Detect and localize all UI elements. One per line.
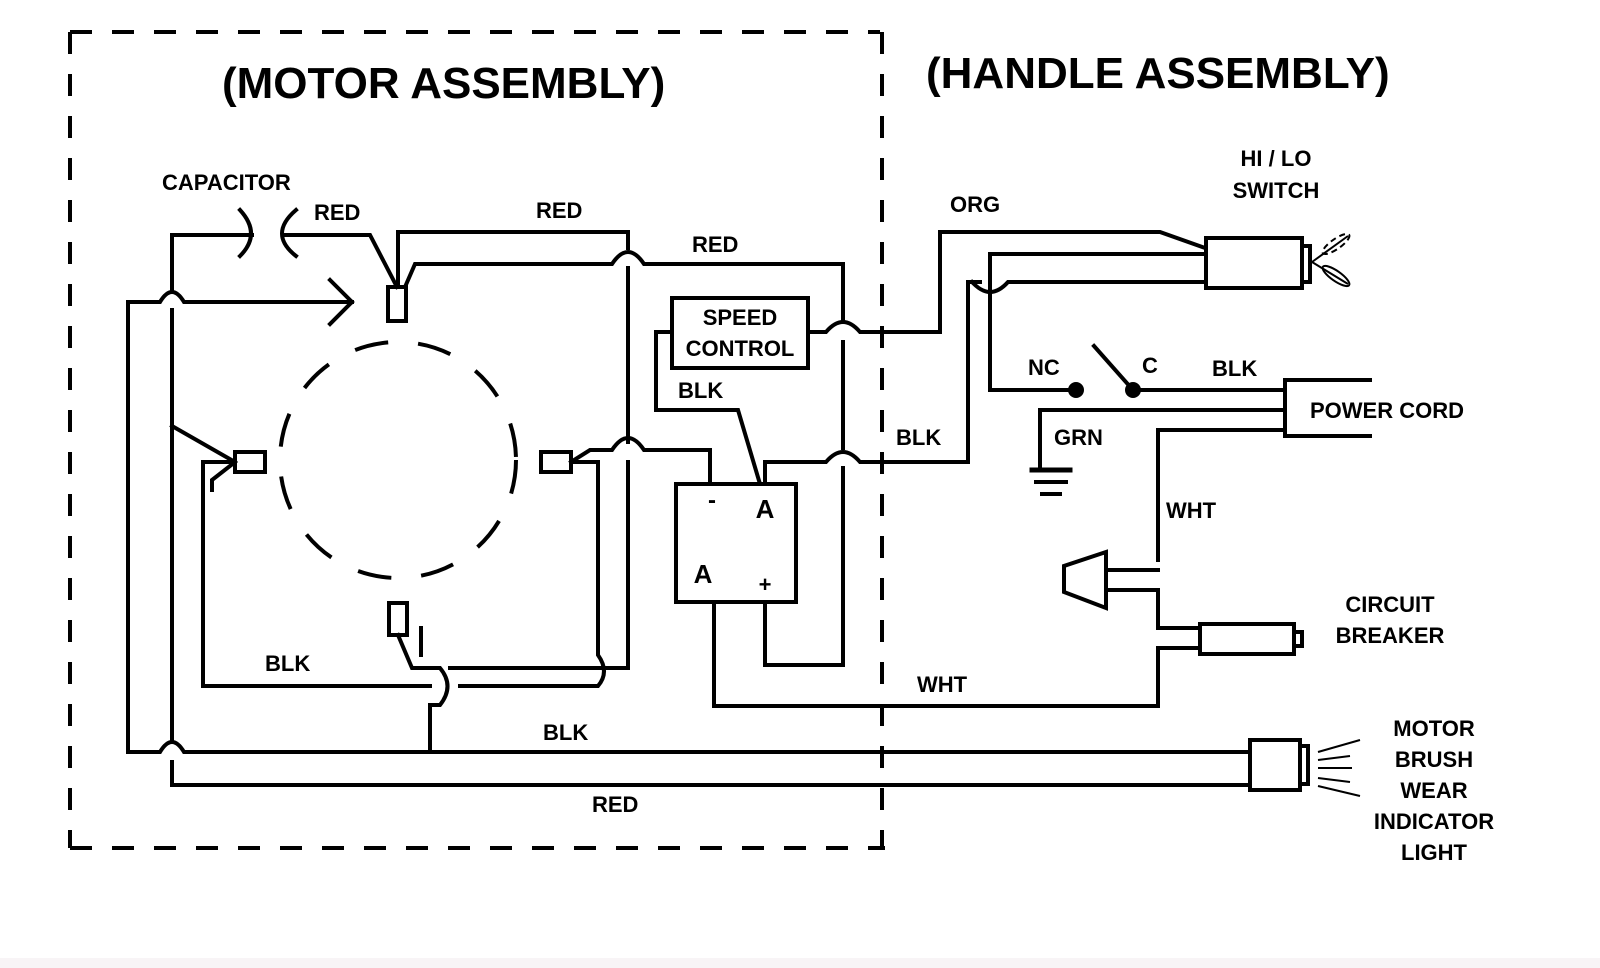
hilo-switch-symbol: [1204, 232, 1351, 290]
wire-label-red-mid: RED: [692, 232, 738, 257]
wire-label-wht-vertical: WHT: [1166, 498, 1217, 523]
indicator-label-4: INDICATOR: [1374, 809, 1494, 834]
motor-terminal-right: [539, 450, 573, 474]
switch-lever: [1091, 343, 1136, 393]
ground-icon: [1029, 467, 1073, 496]
wire-label-blk-bottom: BLK: [543, 720, 588, 745]
motor-assembly-title: (MOTOR ASSEMBLY): [222, 59, 665, 108]
wire-label-red-capacitor: RED: [314, 200, 360, 225]
circuit-breaker-symbol: [1198, 622, 1304, 656]
wire-label-blk-speed: BLK: [678, 378, 723, 403]
speed-control-label-1: SPEED: [703, 305, 778, 330]
thermal-protector-symbol: [1062, 549, 1108, 611]
hilo-switch-label-2: SWITCH: [1233, 178, 1320, 203]
indicator-label-5: LIGHT: [1401, 840, 1468, 865]
wire-label-red-bottom: RED: [592, 792, 638, 817]
wire-label-red-top: RED: [536, 198, 582, 223]
switch-nc-label: NC: [1028, 355, 1060, 380]
rectifier-plus: +: [759, 572, 772, 597]
bottom-strip: [0, 958, 1600, 968]
hilo-switch-label-1: HI / LO: [1241, 146, 1312, 171]
rectifier-box: [674, 482, 798, 604]
power-cord-symbol: [1283, 378, 1372, 438]
indicator-light-symbol: [1248, 738, 1361, 797]
rectifier-ac-bottom: A: [694, 559, 713, 589]
rectifier-ac-top: A: [756, 494, 775, 524]
circuit-breaker-label-2: BREAKER: [1336, 623, 1445, 648]
motor-armature: [278, 340, 518, 580]
motor-assembly-boundary: [68, 30, 885, 850]
motor-terminal-bottom: [387, 601, 409, 637]
circuit-breaker-label-1: CIRCUIT: [1345, 592, 1435, 617]
wire-label-blk-cord: BLK: [1212, 356, 1257, 381]
power-cord-label: POWER CORD: [1310, 398, 1464, 423]
capacitor-label: CAPACITOR: [162, 170, 291, 195]
wire-label-wht-bottom: WHT: [917, 672, 968, 697]
handle-wires: [969, 252, 1287, 630]
wire-label-org: ORG: [950, 192, 1000, 217]
wire-label-blk-handle: BLK: [896, 425, 941, 450]
speed-control-label-2: CONTROL: [686, 336, 795, 361]
indicator-label-2: BRUSH: [1395, 747, 1473, 772]
wire-label-blk-motor: BLK: [265, 651, 310, 676]
motor-terminal-left: [233, 450, 267, 474]
wire-label-grn: GRN: [1054, 425, 1103, 450]
indicator-label-3: WEAR: [1400, 778, 1467, 803]
switch-nc-contact: [1068, 382, 1084, 398]
motor-wires: [126, 230, 1252, 787]
indicator-label-1: MOTOR: [1393, 716, 1475, 741]
handle-assembly-title: (HANDLE ASSEMBLY): [926, 49, 1390, 98]
rectifier-minus: -: [708, 487, 716, 514]
motor-terminal-top: [386, 285, 408, 323]
switch-c-label: C: [1142, 353, 1158, 378]
speed-control-box: [670, 296, 810, 370]
indicator-light-label: MOTOR BRUSH WEAR INDICATOR LIGHT: [1374, 716, 1494, 865]
